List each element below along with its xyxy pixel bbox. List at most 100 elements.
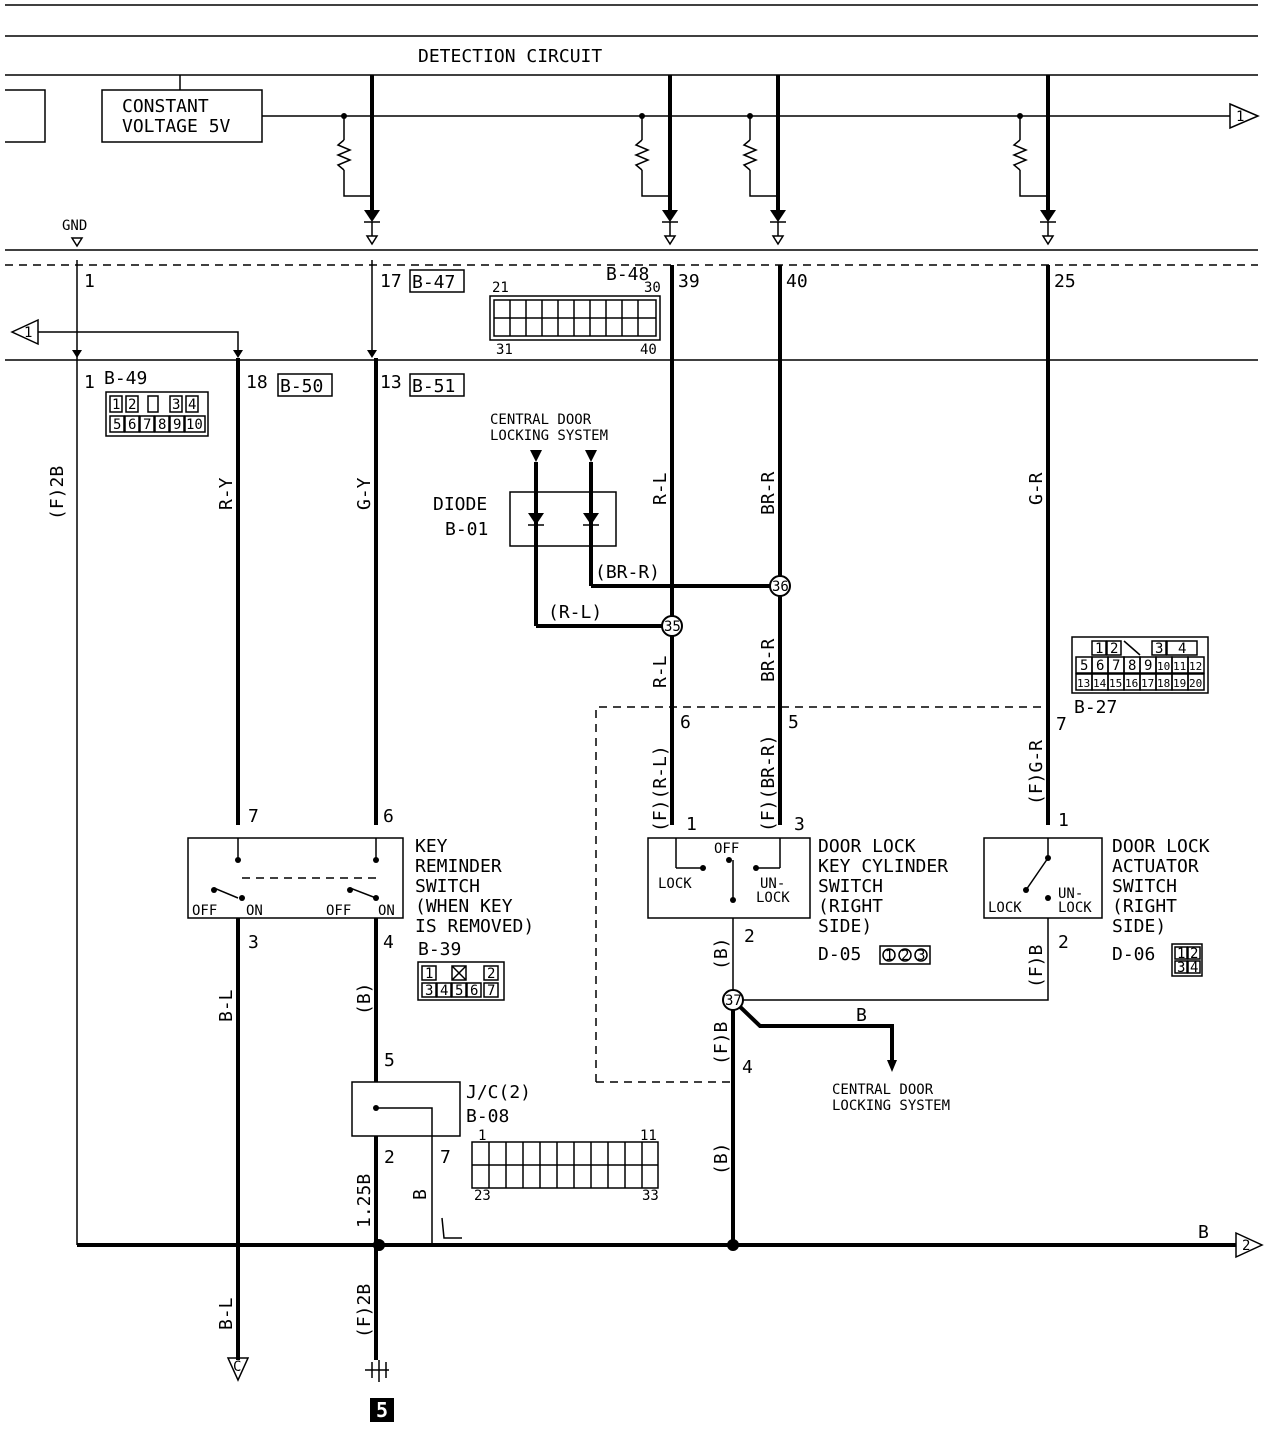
connector-b49-face: 1 2 3 4 5 6 7 8 9 10 — [105, 391, 209, 437]
diode-id: B-01 — [445, 519, 488, 540]
jc-pin-7: 7 — [440, 1147, 451, 1168]
svg-text:4: 4 — [188, 397, 196, 413]
act-lock: LOCK — [988, 900, 1022, 916]
svg-text:1: 1 — [425, 966, 433, 982]
svg-text:36: 36 — [772, 579, 789, 595]
detection-input-1 — [336, 75, 380, 246]
wire-b-3: B — [1198, 1222, 1209, 1243]
ground-symbol — [365, 1360, 389, 1382]
actuator-switch-box — [983, 837, 1103, 919]
svg-text:3: 3 — [172, 397, 180, 413]
wire-gy: G-Y — [354, 477, 375, 510]
kc-title-2: KEY CYLINDER — [818, 856, 948, 877]
connector-d06-label: D-06 — [1112, 944, 1155, 965]
kc-pin-3: 3 — [794, 814, 805, 835]
svg-text:31: 31 — [496, 342, 513, 358]
diode-title: DIODE — [433, 494, 487, 515]
svg-text:6: 6 — [128, 417, 136, 433]
connector-d05-face: 1 2 3 — [879, 945, 931, 965]
wire-brr-paren: (BR-R) — [595, 562, 660, 583]
svg-text:3: 3 — [917, 948, 925, 964]
ref-c: C — [233, 1359, 241, 1375]
kr-pin-4: 4 — [383, 932, 394, 953]
svg-text:13: 13 — [1077, 677, 1090, 690]
connector-jc-face: 1 11 23 33 — [471, 1128, 659, 1204]
act-title-4: (RIGHT — [1112, 896, 1177, 917]
svg-text:6: 6 — [1096, 658, 1104, 674]
pin-b47-1: 1 — [84, 271, 95, 292]
svg-text:18: 18 — [1157, 677, 1170, 690]
connector-b39-label: B-39 — [418, 939, 461, 960]
pin-5: 5 — [788, 712, 799, 733]
connector-d05-label: D-05 — [818, 944, 861, 965]
svg-text:3: 3 — [425, 983, 433, 999]
connector-b51-tag — [409, 373, 465, 397]
wire-125b: 1.25B — [354, 1174, 375, 1228]
junction-37: 37 — [722, 989, 744, 1011]
svg-text:2: 2 — [901, 948, 909, 964]
connector-d06-face: 1 2 3 4 — [1171, 943, 1203, 977]
key-cylinder-switch-box — [647, 837, 811, 919]
kc-pin-2: 2 — [744, 926, 755, 947]
constant-voltage-label-2: VOLTAGE 5V — [122, 116, 231, 137]
svg-text:8: 8 — [158, 417, 166, 433]
kc-unlock-2: LOCK — [756, 890, 790, 906]
wire-rl-2: R-L — [650, 655, 671, 688]
act-unlock-1: UN- — [1058, 886, 1083, 902]
kc-title-5: SIDE) — [818, 916, 872, 937]
act-pin-2: 2 — [1058, 932, 1069, 953]
central-door-2-line2: LOCKING SYSTEM — [832, 1098, 950, 1114]
wire-f2b-bottom: (F)2B — [354, 1284, 375, 1338]
svg-text:15: 15 — [1109, 677, 1122, 690]
act-title-2: ACTUATOR — [1112, 856, 1199, 877]
connector-b48-label: B-48 — [606, 264, 649, 285]
connector-b49-label: B-49 — [104, 368, 147, 389]
svg-text:21: 21 — [492, 280, 509, 296]
wire-f2b-left: (F)2B — [47, 466, 68, 520]
kr-title-5: IS REMOVED) — [415, 916, 534, 937]
wire-bl-bottom: B-L — [216, 1297, 237, 1330]
page-marker: 5 — [376, 1398, 388, 1422]
jc-pin-5: 5 — [384, 1050, 395, 1071]
wire-ry: R-Y — [216, 477, 237, 510]
jc-id: B-08 — [466, 1106, 509, 1127]
pin-b50-18: 18 — [246, 372, 268, 393]
wire-f-rl: (F)(R-L) — [650, 745, 671, 832]
kr-title-4: (WHEN KEY — [415, 896, 513, 917]
wire-b-paren-1: (B) — [354, 982, 375, 1015]
svg-text:35: 35 — [664, 619, 681, 635]
wire-gr: G-R — [1026, 472, 1047, 505]
connector-b27-face: 1 2 3 4 5 6 7 8 9 10 11 12 13 14 15 16 1… — [1071, 636, 1209, 694]
svg-text:9: 9 — [1144, 658, 1152, 674]
junction-35: 35 — [661, 615, 683, 637]
detection-input-2 — [634, 75, 678, 246]
svg-text:33: 33 — [642, 1188, 659, 1204]
wire-rl: R-L — [650, 472, 671, 505]
svg-text:5: 5 — [455, 983, 463, 999]
act-pin-1: 1 — [1058, 810, 1069, 831]
svg-text:6: 6 — [470, 983, 478, 999]
wire-brr-2: BR-R — [758, 638, 779, 682]
junction-36: 36 — [769, 575, 791, 597]
kc-title-1: DOOR LOCK — [818, 836, 916, 857]
svg-text:9: 9 — [173, 417, 181, 433]
svg-text:3: 3 — [1177, 960, 1185, 976]
svg-text:40: 40 — [640, 342, 657, 358]
detection-input-4 — [1012, 75, 1056, 246]
gnd-label: GND — [62, 218, 87, 234]
svg-text:4: 4 — [1178, 641, 1186, 657]
svg-text:7: 7 — [487, 983, 495, 999]
connector-b48-face: 21 30 31 40 — [489, 280, 661, 358]
kc-title-4: (RIGHT — [818, 896, 883, 917]
diode-box — [509, 491, 617, 547]
wire-f-brr: (F)(BR-R) — [758, 734, 779, 832]
wire-b-1: B — [856, 1005, 867, 1026]
svg-text:4: 4 — [440, 983, 448, 999]
pin-b48-39: 39 — [678, 271, 700, 292]
svg-text:8: 8 — [1128, 658, 1136, 674]
svg-text:12: 12 — [1189, 660, 1202, 673]
svg-text:10: 10 — [1157, 660, 1170, 673]
kc-pin-1: 1 — [686, 814, 697, 835]
jc-pin-2: 2 — [384, 1147, 395, 1168]
kr-pin-7: 7 — [248, 806, 259, 827]
